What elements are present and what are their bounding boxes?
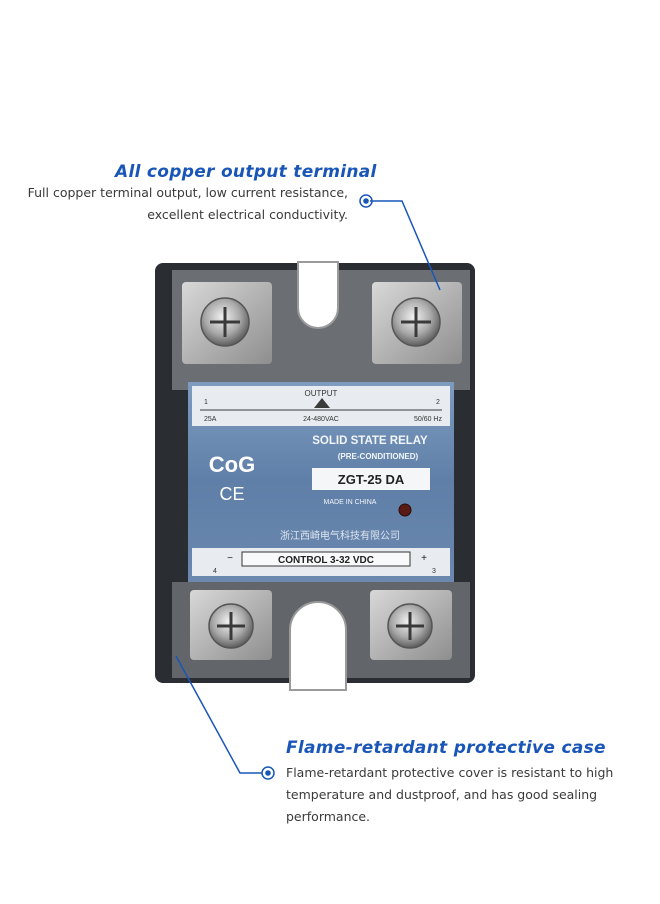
relay-title: SOLID STATE RELAY	[312, 435, 428, 447]
voltage-rating: 24-480VAC	[303, 416, 339, 423]
brand-logo: CoG	[209, 452, 255, 477]
model-number: ZGT-25 DA	[338, 472, 405, 487]
origin-text: MADE IN CHINA	[324, 499, 377, 506]
plus-sign: +	[421, 553, 427, 564]
manufacturer-name: 浙江西崎电气科技有限公司	[280, 529, 400, 542]
status-led	[398, 503, 412, 517]
terminal-2	[372, 282, 462, 364]
top-callout-text: Full copper terminal output, low current…	[0, 182, 348, 226]
terminal-4-number: 4	[213, 568, 217, 575]
top-callout-line: excellent electrical conductivity.	[147, 207, 348, 222]
bottom-callout-line: performance.	[286, 809, 371, 824]
bottom-callout-text: Flame-retardant protective cover is resi…	[286, 762, 646, 828]
ce-mark: CE	[219, 484, 244, 504]
terminal-1	[182, 282, 272, 364]
bottom-callout-line: temperature and dustproof, and has good …	[286, 787, 598, 802]
current-rating: 25A	[204, 416, 217, 423]
callout-line-top	[359, 194, 441, 291]
output-label: OUTPUT	[305, 389, 338, 398]
frequency-rating: 50/60 Hz	[414, 416, 443, 423]
terminal-2-number: 2	[436, 399, 440, 406]
minus-sign: −	[227, 553, 233, 564]
bottom-callout-title: Flame-retardant protective case	[286, 738, 606, 758]
control-label: CONTROL 3-32 VDC	[278, 555, 374, 566]
terminal-1-number: 1	[204, 399, 208, 406]
relay-subtitle: (PRE-CONDITIONED)	[338, 452, 419, 461]
terminal-4	[190, 590, 272, 660]
terminal-3-number: 3	[432, 568, 436, 575]
relay-label: OUTPUT 1 2 25A 24-480VAC 50/60 Hz SOLID …	[188, 382, 454, 582]
top-callout-line: Full copper terminal output, low current…	[27, 185, 348, 200]
terminal-3	[370, 590, 452, 660]
top-callout-title: All copper output terminal	[115, 162, 377, 182]
callout-line-bottom	[175, 655, 275, 780]
bottom-callout-line: Flame-retardant protective cover is resi…	[286, 765, 614, 780]
